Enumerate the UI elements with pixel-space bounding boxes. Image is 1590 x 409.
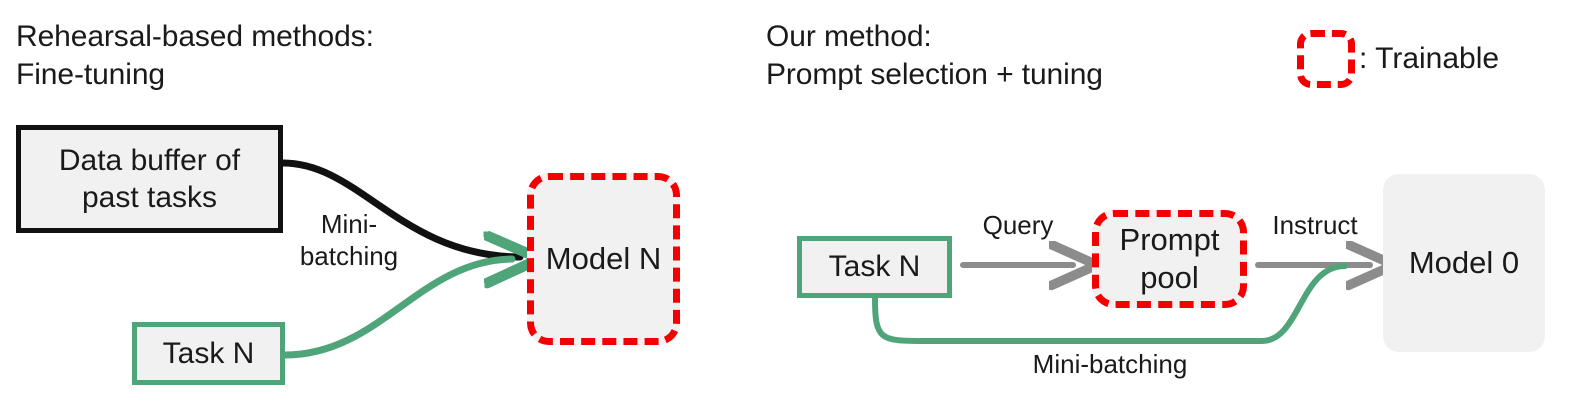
node-model-n[interactable]: Model N <box>527 173 680 345</box>
edge-label-mini-batching-right: Mini-batching <box>1032 349 1188 379</box>
node-data-buffer[interactable]: Data buffer of past tasks <box>16 125 283 233</box>
left-panel-heading: Rehearsal-based methods: Fine-tuning <box>16 20 374 91</box>
node-task-n-right[interactable]: Task N <box>797 236 952 298</box>
edge-label-instruct: Instruct <box>1272 210 1358 240</box>
node-prompt-pool[interactable]: Prompt pool <box>1092 210 1247 308</box>
edge-task-n-to-model-n <box>281 259 512 359</box>
right-panel-heading: Our method: Prompt selection + tuning <box>766 20 1103 91</box>
edge-label-query: Query <box>982 210 1054 240</box>
trainable-swatch-icon <box>1297 30 1355 88</box>
edge-label-mini-batching-left: Mini- batching <box>299 209 399 271</box>
legend: : Trainable <box>1297 30 1499 88</box>
node-model-0[interactable]: Model 0 <box>1383 174 1545 352</box>
legend-label: : Trainable <box>1359 42 1500 75</box>
node-task-n-left[interactable]: Task N <box>132 322 285 385</box>
